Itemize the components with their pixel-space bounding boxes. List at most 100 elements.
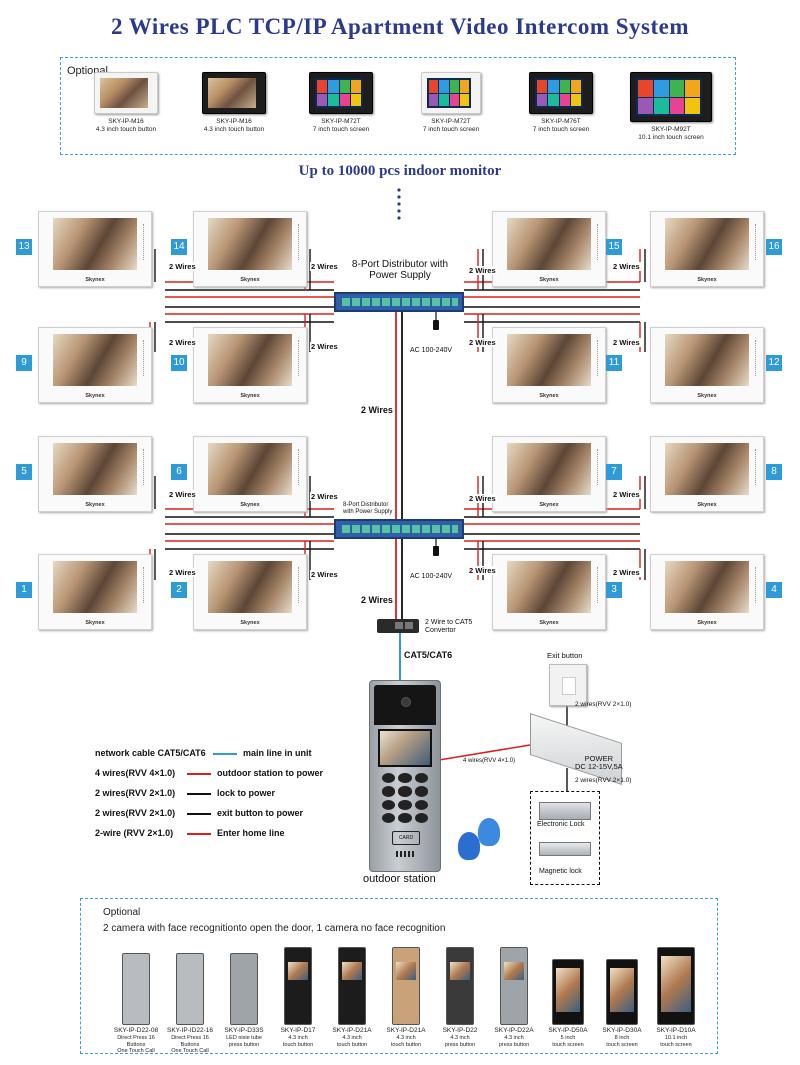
exit-button-label: Exit button bbox=[547, 651, 583, 660]
trunk-label: 2 Wires bbox=[360, 595, 394, 605]
monitor-buttons bbox=[143, 449, 147, 485]
monitor-number: 14 bbox=[171, 239, 187, 255]
exit-wire-label: 2 wires(RVV 2×1.0) bbox=[575, 701, 632, 708]
distributor-top bbox=[334, 292, 464, 312]
station-model: SKY-IP-D22-08 bbox=[113, 1027, 159, 1034]
indoor-monitor: Skynex bbox=[492, 327, 606, 403]
station-image bbox=[446, 947, 474, 1025]
cat-label: CAT5/CAT6 bbox=[404, 650, 453, 660]
legend-swatch bbox=[187, 773, 211, 775]
legend-swatch bbox=[213, 753, 237, 755]
monitor-image bbox=[630, 72, 712, 122]
station-desc: 4.3 inch touch button bbox=[390, 1035, 422, 1048]
monitor-number: 12 bbox=[766, 355, 782, 371]
monitor-buttons bbox=[597, 449, 601, 485]
magnetic-lock-label: Magnetic lock bbox=[539, 868, 582, 875]
outdoor-station: CARD bbox=[369, 680, 441, 872]
station-desc: 4.3 inch touch button bbox=[336, 1035, 368, 1048]
legend-cable: 2 wires(RVV 2×1.0) bbox=[95, 788, 176, 798]
ac-label-top: AC 100-240V bbox=[410, 347, 453, 354]
monitor-buttons bbox=[143, 224, 147, 260]
distributor-bottom-line1: 8-Port Distributor bbox=[343, 502, 389, 508]
monitor-brand: Skynex bbox=[697, 502, 717, 508]
monitor-buttons bbox=[143, 567, 147, 603]
station-image bbox=[392, 947, 420, 1025]
station-desc: 4.3 inch press button bbox=[498, 1035, 530, 1048]
monitor-model: SKY-IP-M92T bbox=[651, 126, 691, 133]
legend-purpose: lock to power bbox=[217, 788, 276, 798]
monitor-buttons bbox=[597, 340, 601, 376]
speaker-grille bbox=[396, 851, 414, 857]
indoor-monitor: Skynex bbox=[650, 211, 764, 287]
station-screen bbox=[378, 729, 432, 767]
monitor-number: 5 bbox=[16, 464, 32, 480]
keypad[interactable] bbox=[382, 773, 428, 823]
monitor-image bbox=[309, 72, 373, 114]
monitor-number: 4 bbox=[766, 582, 782, 598]
page-title: 2 Wires PLC TCP/IP Apartment Video Inter… bbox=[110, 14, 690, 39]
monitor-screen bbox=[53, 443, 137, 495]
monitor-number: 16 bbox=[766, 239, 782, 255]
monitor-brand: Skynex bbox=[240, 502, 260, 508]
legend-cable: 4 wires(RVV 4×1.0) bbox=[95, 768, 176, 778]
distributor-top-line2: Power Supply bbox=[369, 270, 431, 281]
monitor-brand: Skynex bbox=[240, 620, 260, 626]
power-wire-label: 4 wires(RVV 4×1.0) bbox=[463, 758, 516, 764]
indoor-monitor: Skynex bbox=[650, 327, 764, 403]
electronic-lock-label: Electronic Lock bbox=[537, 821, 585, 828]
monitor-desc: 7 inch touch screen bbox=[532, 126, 590, 133]
wire-label: 2 Wires bbox=[468, 566, 497, 575]
card-reader[interactable]: CARD bbox=[392, 831, 420, 845]
monitor-screen bbox=[53, 561, 137, 613]
cat5-convertor bbox=[377, 619, 419, 633]
indoor-monitor: Skynex bbox=[492, 554, 606, 630]
monitor-screen bbox=[208, 218, 292, 270]
monitor-buttons bbox=[597, 224, 601, 260]
continuation-dots bbox=[397, 188, 401, 220]
monitor-model: SKY-IP-M76T bbox=[541, 118, 581, 125]
wire-label: 2 Wires bbox=[310, 570, 339, 579]
monitor-brand: Skynex bbox=[697, 620, 717, 626]
monitor-screen bbox=[665, 561, 749, 613]
legend-purpose: main line in unit bbox=[243, 748, 312, 758]
distributor-bottom-line2: with Power Supply bbox=[343, 509, 393, 515]
station-model: SKY-IP-D33S bbox=[224, 1027, 264, 1034]
convertor-line1: 2 Wire to CAT5 bbox=[425, 619, 473, 626]
monitor-number: 1 bbox=[16, 582, 32, 598]
monitor-brand: Skynex bbox=[539, 277, 559, 283]
legend-swatch bbox=[187, 833, 211, 835]
camera-icon bbox=[401, 697, 411, 707]
monitor-screen bbox=[53, 334, 137, 386]
wire-label: 2 Wires bbox=[310, 262, 339, 271]
monitor-buttons bbox=[755, 224, 759, 260]
monitor-buttons bbox=[755, 340, 759, 376]
exit-button[interactable] bbox=[549, 664, 587, 706]
wire-label: 2 Wires bbox=[168, 338, 197, 347]
indoor-monitor: Skynex bbox=[193, 211, 307, 287]
optional-bottom-label: Optional bbox=[103, 907, 141, 918]
station-model: SKY-IP-D10A bbox=[656, 1027, 696, 1034]
station-desc: 8 inch touch screen bbox=[606, 1035, 638, 1048]
indoor-monitor: Skynex bbox=[38, 436, 152, 512]
station-model: SKY-IP-D50A bbox=[548, 1027, 588, 1034]
trunk-label: 2 Wires bbox=[360, 405, 394, 415]
monitor-brand: Skynex bbox=[240, 393, 260, 399]
monitor-brand: Skynex bbox=[539, 393, 559, 399]
monitor-number: 9 bbox=[16, 355, 32, 371]
station-image bbox=[176, 953, 204, 1025]
monitor-model: SKY-IP-M72T bbox=[431, 118, 471, 125]
legend-purpose: Enter home line bbox=[217, 828, 285, 838]
station-desc: 5 inch touch screen bbox=[552, 1035, 584, 1048]
monitor-buttons bbox=[143, 340, 147, 376]
wire-label: 2 Wires bbox=[612, 568, 641, 577]
station-model: SKY-IP-D22A bbox=[494, 1027, 534, 1034]
monitor-buttons bbox=[755, 449, 759, 485]
key-fob-icon bbox=[478, 818, 500, 846]
